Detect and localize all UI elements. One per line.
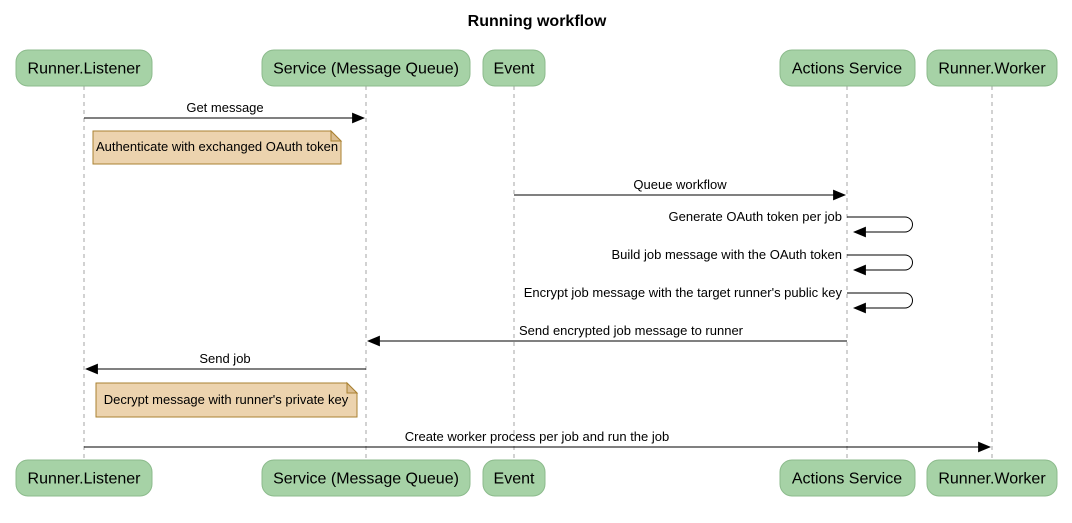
participant-label: Event xyxy=(494,61,535,78)
participant-top-service-message-queue: Service (Message Queue) xyxy=(261,49,471,87)
participant-label: Event xyxy=(494,471,535,488)
message-label: Queue workflow xyxy=(633,177,727,192)
message-queue-workflow: Queue workflow xyxy=(514,177,847,201)
participant-label: Runner.Worker xyxy=(938,471,1046,488)
note-authenticate-oauth: Authenticate with exchanged OAuth token xyxy=(92,129,343,165)
participant-label: Runner.Worker xyxy=(938,61,1046,78)
participant-bottom-event: Event xyxy=(482,459,546,497)
message-label: Send encrypted job message to runner xyxy=(519,323,744,338)
participant-label: Actions Service xyxy=(792,471,902,488)
message-get-message: Get message xyxy=(84,100,366,124)
note-decrypt-message: Decrypt message with runner's private ke… xyxy=(95,381,359,418)
participant-bottom-service-message-queue: Service (Message Queue) xyxy=(261,459,471,497)
participant-label: Runner.Listener xyxy=(28,471,142,488)
participant-bottom-runner-listener: Runner.Listener xyxy=(15,459,153,497)
participant-top-runner-worker: Runner.Worker xyxy=(926,49,1058,87)
diagram-title: Running workflow xyxy=(468,13,607,30)
participant-label: Service (Message Queue) xyxy=(273,471,459,488)
message-label: Send job xyxy=(199,351,250,366)
message-send-encrypted-job: Send encrypted job message to runner xyxy=(366,323,847,347)
participant-top-runner-listener: Runner.Listener xyxy=(15,49,153,87)
participant-label: Service (Message Queue) xyxy=(273,61,459,78)
note-label: Decrypt message with runner's private ke… xyxy=(104,392,349,407)
participant-bottom-runner-worker: Runner.Worker xyxy=(926,459,1058,497)
participant-top-event: Event xyxy=(482,49,546,87)
message-generate-oauth-token: Generate OAuth token per job xyxy=(669,209,913,238)
note-label: Authenticate with exchanged OAuth token xyxy=(96,139,338,154)
message-send-job: Send job xyxy=(84,351,366,375)
participant-label: Runner.Listener xyxy=(28,61,142,78)
message-label: Get message xyxy=(186,100,263,115)
message-label: Encrypt job message with the target runn… xyxy=(524,285,843,300)
participant-bottom-actions-service: Actions Service xyxy=(779,459,916,497)
participant-label: Actions Service xyxy=(792,61,902,78)
participant-top-actions-service: Actions Service xyxy=(779,49,916,87)
message-label: Generate OAuth token per job xyxy=(669,209,842,224)
message-label: Build job message with the OAuth token xyxy=(611,247,842,262)
message-label: Create worker process per job and run th… xyxy=(405,429,669,444)
message-encrypt-job-message: Encrypt job message with the target runn… xyxy=(524,285,913,314)
message-build-job-message: Build job message with the OAuth token xyxy=(611,247,913,276)
message-create-worker-process: Create worker process per job and run th… xyxy=(84,429,992,453)
